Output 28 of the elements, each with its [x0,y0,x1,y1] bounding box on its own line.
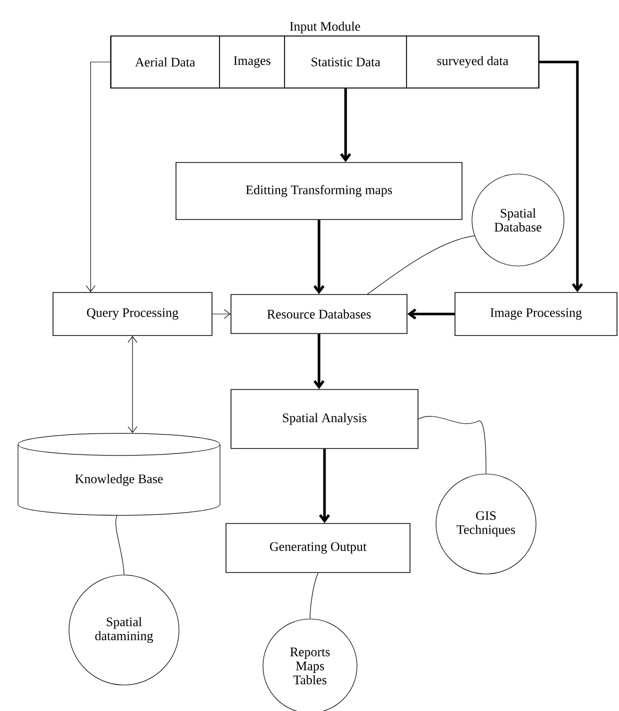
connector-line [310,572,318,619]
process-box: Generating Output [226,523,410,573]
connector-line [115,515,124,575]
process-box: Image Processing [454,292,618,336]
arrow [212,309,231,319]
connector-line [367,236,475,294]
arrow [128,336,138,434]
arrow [318,448,330,524]
process-box: Query Processing [52,292,212,336]
input-cell: surveyed data [406,36,539,88]
process-box: Resource Databases [230,294,408,334]
process-box: Editting Transforming maps [176,162,462,220]
arrow [407,308,455,320]
arrow [539,60,583,292]
arrow [313,220,325,294]
database-cylinder: Knowledge Base [18,433,220,516]
arrow [313,334,325,390]
process-box: Spatial Analysis [230,389,418,449]
input-cell: Aerial Data [110,36,220,88]
node-label: Input Module [290,22,360,34]
circle-node: Spatial datamining [68,574,180,686]
circle-node: Spatial Database [472,174,564,266]
arrow [340,88,352,162]
connector-line [418,416,486,474]
circle-node: GIS Techniques [436,474,536,574]
input-cell: Statistic Data [284,36,407,88]
input-cell: Images [219,36,285,88]
arrow [86,62,110,292]
